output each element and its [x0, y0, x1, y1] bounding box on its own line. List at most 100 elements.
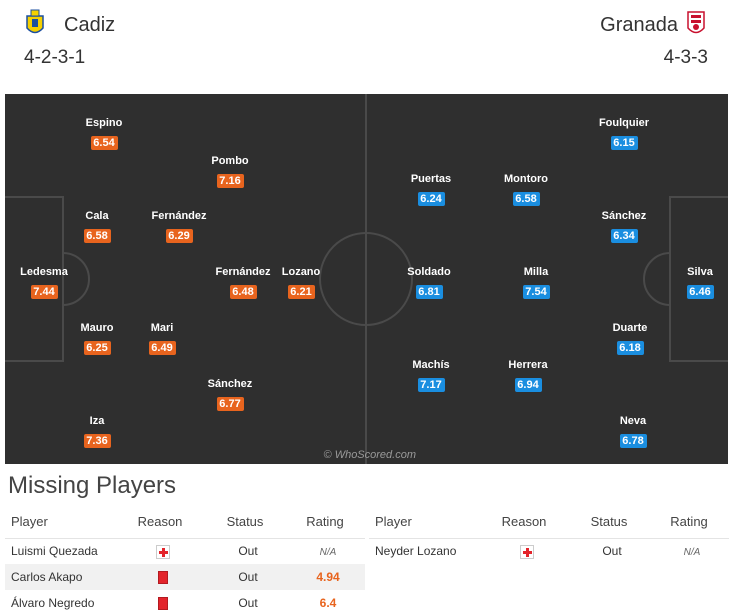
player-name: Mari: [150, 322, 174, 334]
player-rating: 6.46: [686, 285, 714, 299]
home-player[interactable]: Fernández 6.48: [208, 266, 278, 300]
table-header: Player Reason Status Rating: [5, 506, 365, 539]
injury-icon: [156, 544, 170, 559]
missing-status: Out: [238, 596, 258, 610]
home-player[interactable]: Ledesma 7.44: [13, 266, 75, 300]
away-player[interactable]: Duarte 6.18: [601, 322, 659, 356]
whoscored-credit: © WhoScored.com: [323, 449, 416, 461]
cadiz-crest-icon: [26, 9, 44, 34]
player-rating: 6.18: [616, 341, 644, 355]
player-rating: 6.94: [514, 378, 542, 392]
player-name: Duarte: [612, 322, 648, 334]
player-name: Fernández: [215, 266, 271, 278]
missing-rating: N/A: [683, 547, 701, 559]
player-rating: 6.54: [90, 136, 118, 150]
away-player[interactable]: Sánchez 6.34: [595, 210, 653, 244]
away-team-name[interactable]: Granada: [600, 14, 678, 36]
col-reason: Reason: [115, 506, 205, 539]
player-name: Mauro: [80, 322, 114, 334]
col-rating: Rating: [649, 506, 729, 539]
player-rating: 6.77: [216, 397, 244, 411]
missing-status: Out: [205, 564, 285, 590]
table-row: Carlos Akapo Out 4.94: [5, 564, 365, 590]
table-row: Luismi Quezada Out N/A: [5, 538, 365, 564]
player-rating: 6.48: [229, 285, 257, 299]
player-name: Herrera: [508, 359, 548, 371]
player-name: Cala: [85, 210, 109, 222]
player-name: Foulquier: [598, 117, 650, 129]
player-rating: 7.16: [216, 174, 244, 188]
missing-player-name[interactable]: Luismi Quezada: [11, 544, 98, 559]
home-player[interactable]: Lozano 6.21: [271, 266, 331, 300]
player-name: Neva: [619, 415, 647, 427]
home-player[interactable]: Sánchez 6.77: [201, 378, 259, 412]
player-rating: 6.25: [83, 341, 111, 355]
away-player[interactable]: Soldado 6.81: [400, 266, 458, 300]
missing-rating: N/A: [319, 547, 337, 559]
home-team-name[interactable]: Cadiz: [64, 14, 116, 36]
away-player[interactable]: Puertas 6.24: [402, 173, 460, 207]
player-rating: 6.58: [83, 229, 111, 243]
player-rating: 6.49: [148, 341, 176, 355]
player-name: Silva: [687, 266, 713, 278]
player-name: Milla: [523, 266, 549, 278]
home-player[interactable]: Fernández 6.29: [144, 210, 214, 244]
player-rating: 6.15: [610, 136, 638, 150]
player-rating: 6.81: [415, 285, 443, 299]
away-player[interactable]: Machís 7.17: [402, 359, 460, 393]
player-name: Puertas: [410, 173, 452, 185]
injury-icon: [520, 544, 534, 559]
away-player[interactable]: Milla 7.54: [507, 266, 565, 300]
red-card-icon: [158, 597, 168, 611]
col-player: Player: [5, 506, 115, 539]
granada-crest-icon: [687, 11, 705, 34]
player-name: Sánchez: [601, 210, 647, 222]
away-player[interactable]: Montoro 6.58: [495, 173, 557, 207]
table-row: Neyder Lozano Out N/A: [369, 538, 729, 564]
player-rating: 6.34: [610, 229, 638, 243]
away-player[interactable]: Silva 6.46: [672, 266, 728, 300]
away-player[interactable]: Foulquier 6.15: [591, 117, 657, 151]
missing-status: Out: [602, 544, 622, 559]
home-formation: 4-2-3-1: [24, 47, 86, 68]
missing-player-name[interactable]: Carlos Akapo: [5, 564, 115, 590]
player-rating: 6.58: [512, 192, 540, 206]
player-rating: 6.21: [287, 285, 315, 299]
missing-player-name[interactable]: Neyder Lozano: [375, 544, 457, 559]
red-card-icon: [158, 571, 168, 585]
pitch: Espino 6.54 Pombo 7.16 Cala 6.58 Fernánd…: [5, 94, 728, 464]
home-missing-table: Player Reason Status Rating Luismi Queza…: [5, 506, 365, 614]
table-row: Álvaro Negredo Out 6.4: [5, 590, 365, 614]
player-name: Sánchez: [207, 378, 253, 390]
away-formation: 4-3-3: [663, 47, 708, 68]
home-player[interactable]: Pombo 7.16: [201, 155, 259, 189]
col-rating: Rating: [285, 506, 365, 539]
player-name: Montoro: [504, 173, 548, 185]
player-name: Machís: [412, 359, 450, 371]
player-rating: 7.54: [522, 285, 550, 299]
player-name: Soldado: [407, 266, 451, 278]
home-player[interactable]: Mari 6.49: [133, 322, 191, 356]
home-player[interactable]: Mauro 6.25: [68, 322, 126, 356]
missing-rating: 6.4: [319, 596, 337, 610]
col-status: Status: [205, 506, 285, 539]
pitch-markings: [5, 94, 728, 464]
player-rating: 7.36: [83, 434, 111, 448]
player-name: Pombo: [211, 155, 249, 167]
player-rating: 7.44: [30, 285, 58, 299]
away-player[interactable]: Herrera 6.94: [499, 359, 557, 393]
col-reason: Reason: [479, 506, 569, 539]
away-player[interactable]: Neva 6.78: [604, 415, 662, 449]
match-header: Cadiz 4-2-3-1 Granada 4-3-3: [0, 0, 730, 92]
home-player[interactable]: Espino 6.54: [75, 117, 133, 151]
away-missing-table: Player Reason Status Rating Neyder Lozan…: [369, 506, 729, 564]
player-rating: 6.29: [165, 229, 193, 243]
player-name: Ledesma: [20, 266, 68, 278]
player-name: Iza: [89, 415, 105, 427]
home-player[interactable]: Iza 7.36: [68, 415, 126, 449]
home-player[interactable]: Cala 6.58: [68, 210, 126, 244]
player-rating: 7.17: [417, 378, 445, 392]
player-name: Fernández: [151, 210, 207, 222]
player-name: Espino: [85, 117, 123, 129]
missing-player-name[interactable]: Álvaro Negredo: [11, 596, 95, 610]
